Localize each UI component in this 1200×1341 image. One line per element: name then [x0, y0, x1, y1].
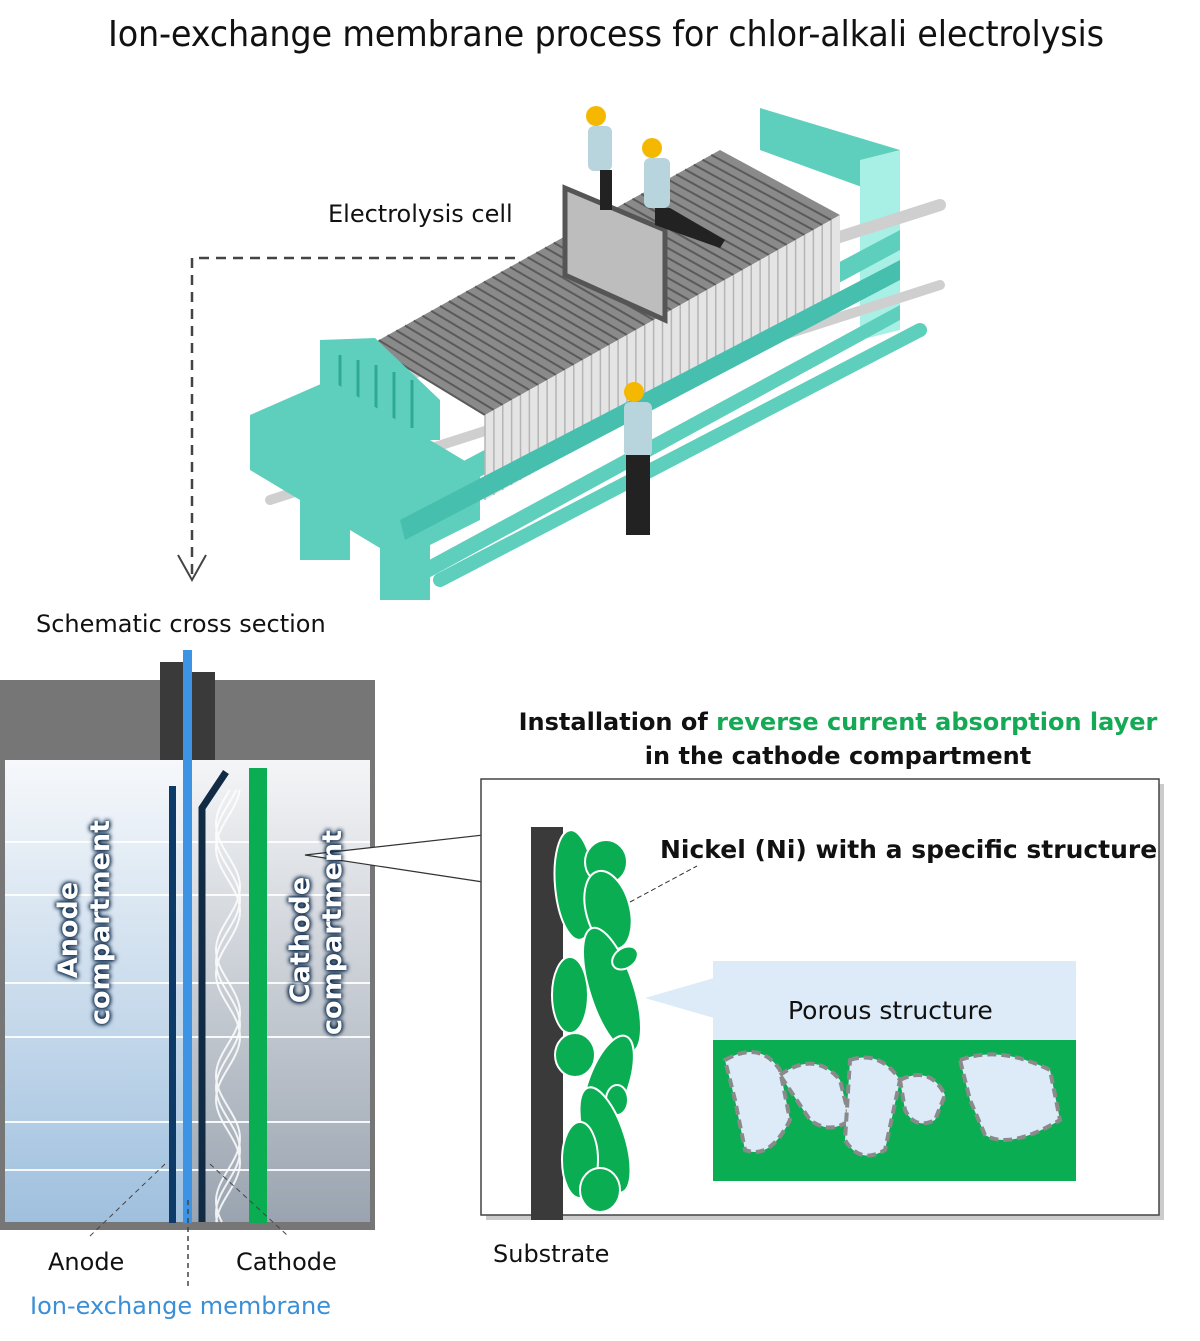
plate-line: [456, 295, 575, 366]
plate-line: [404, 324, 522, 396]
plate-line: [667, 178, 788, 246]
nickel-label: Nickel (Ni) with a specific structure: [660, 835, 1158, 864]
plate-line: [474, 285, 593, 356]
plate-line: [386, 334, 504, 406]
plate-line: [623, 202, 743, 271]
plate-line: [500, 271, 619, 341]
nickel-particles: [551, 829, 643, 1213]
plate-line: [518, 261, 637, 331]
worker-figure: [624, 382, 652, 535]
plate-line: [395, 329, 513, 401]
plate-line: [421, 314, 539, 386]
cathode-compartment-line1: Cathode: [285, 876, 316, 1004]
membrane-label: Ion-exchange membrane: [30, 1292, 332, 1320]
heading-line2: in the cathode compartment: [644, 742, 1032, 770]
plate-line: [439, 305, 557, 376]
cathode-compartment-label: Cathode compartment: [285, 829, 349, 1035]
porous-inset: [713, 961, 1076, 1181]
worker-figure: [586, 106, 612, 210]
plate-line: [509, 266, 628, 336]
substrate-label: Substrate: [493, 1240, 610, 1268]
mesh-wire: [214, 789, 241, 1223]
plate-line: [430, 310, 548, 381]
plate-line: [491, 275, 610, 346]
anode-electrode: [169, 786, 176, 1223]
plate-line: [693, 163, 814, 231]
cathode-label: Cathode: [236, 1248, 337, 1276]
plate-line: [413, 319, 530, 391]
plate-line: [675, 173, 797, 241]
plate-line: [483, 280, 601, 351]
cross-section-label: Schematic cross section: [36, 610, 326, 638]
arrow-down-icon: [177, 554, 207, 583]
plate-line: [526, 256, 646, 326]
anode-compartment-line1: Anode: [53, 881, 84, 979]
plate-line: [710, 153, 832, 221]
heading-highlight: reverse current absorption layer: [716, 708, 1158, 736]
electrolysis-cell-label: Electrolysis cell: [328, 200, 513, 228]
mesh-wire: [214, 789, 241, 1223]
cathode-compartment-line2: compartment: [317, 829, 348, 1035]
heading-prefix: Installation of: [518, 708, 717, 736]
mesh-wire: [214, 789, 241, 1223]
page-title: Ion-exchange membrane process for chlor-…: [108, 14, 1104, 55]
anode-compartment-label: Anode compartment: [53, 819, 117, 1025]
electrolysis-cell-illustration: [177, 106, 946, 600]
plate-line: [448, 300, 566, 371]
anode-compartment-line2: compartment: [85, 819, 116, 1025]
leader-dashed-line: [190, 256, 515, 575]
anode-label: Anode: [48, 1248, 125, 1276]
detail-heading: Installation of reverse current absorpti…: [488, 705, 1188, 773]
worker-figure: [642, 138, 725, 248]
plate-line: [658, 183, 779, 251]
ion-exchange-membrane: [183, 650, 192, 1223]
plate-line: [378, 339, 495, 411]
plate-line: [684, 168, 805, 236]
cathode-electrode: [198, 770, 229, 1222]
plate-line: [702, 158, 823, 226]
porous-structure-label: Porous structure: [788, 996, 993, 1025]
reverse-current-layer: [249, 768, 267, 1223]
plate-line: [465, 290, 584, 361]
substrate: [531, 827, 563, 1220]
